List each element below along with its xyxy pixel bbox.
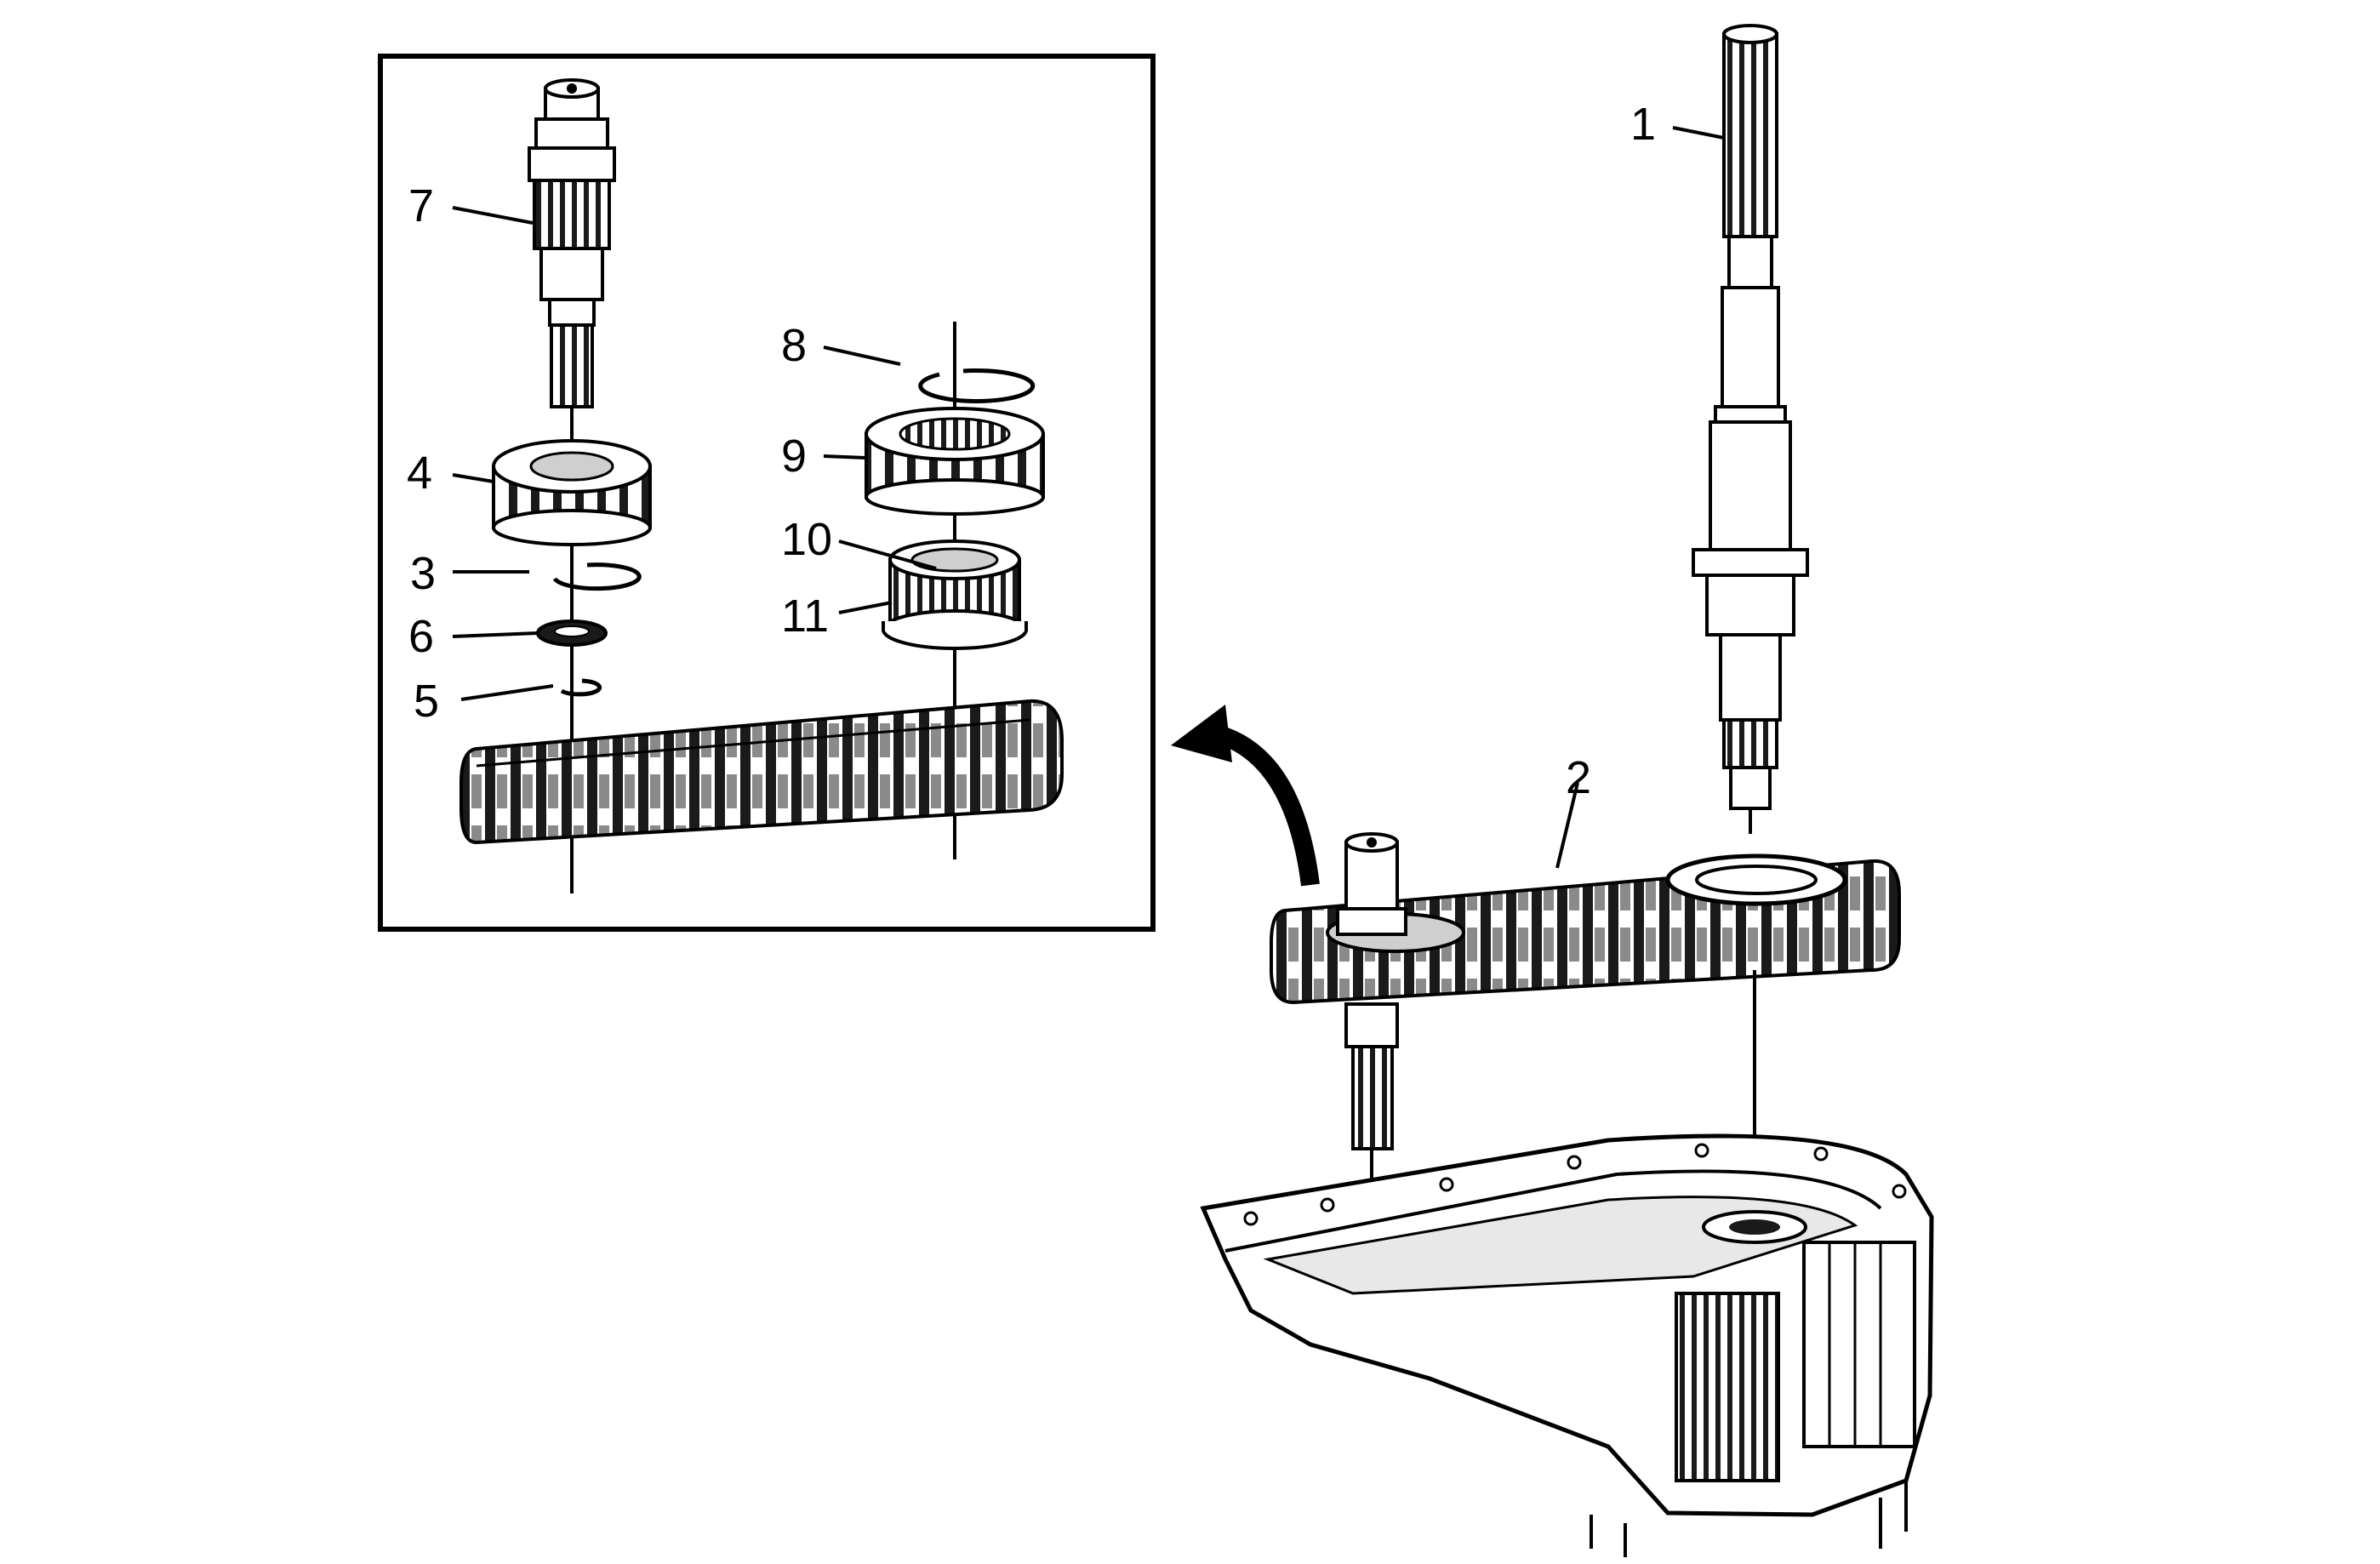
- part-9-sprocket: [865, 407, 1045, 516]
- transfer-case-housing: [1200, 1133, 1934, 1557]
- callout-3: 3: [410, 548, 436, 599]
- callout-2: 2: [1566, 752, 1591, 803]
- callout-4: 4: [407, 448, 432, 499]
- part-5-clip: [560, 678, 602, 697]
- callout-10: 10: [781, 514, 832, 565]
- inset-detail-box: 7 4 3 6 5 8 9 10 11: [378, 54, 1156, 932]
- callout-9: 9: [781, 431, 807, 482]
- part-10-11-bearing-hub: [882, 539, 1028, 650]
- callout-8: 8: [781, 320, 807, 371]
- part-8-snap-ring: [918, 368, 1036, 403]
- part-1-output-shaft: [1692, 24, 1809, 834]
- main-leader-lines: [1672, 126, 1725, 140]
- inset-drive-chain: [459, 699, 1064, 845]
- part-2-drive-chain-assembly: [1270, 782, 1901, 1005]
- front-output-shaft: [1336, 832, 1407, 1251]
- part-3-snap-ring: [552, 562, 642, 591]
- callout-5: 5: [414, 676, 439, 727]
- callout-1: 1: [1630, 99, 1656, 150]
- part-6-washer: [536, 619, 608, 647]
- part-4-gear: [492, 439, 652, 546]
- callout-7: 7: [408, 180, 434, 231]
- inset-leader-lines: [452, 206, 937, 701]
- detail-pointer-arrow: [1171, 705, 1320, 887]
- part-7-shaft: [528, 78, 616, 408]
- callout-6: 6: [408, 611, 434, 662]
- callout-11: 11: [781, 591, 829, 642]
